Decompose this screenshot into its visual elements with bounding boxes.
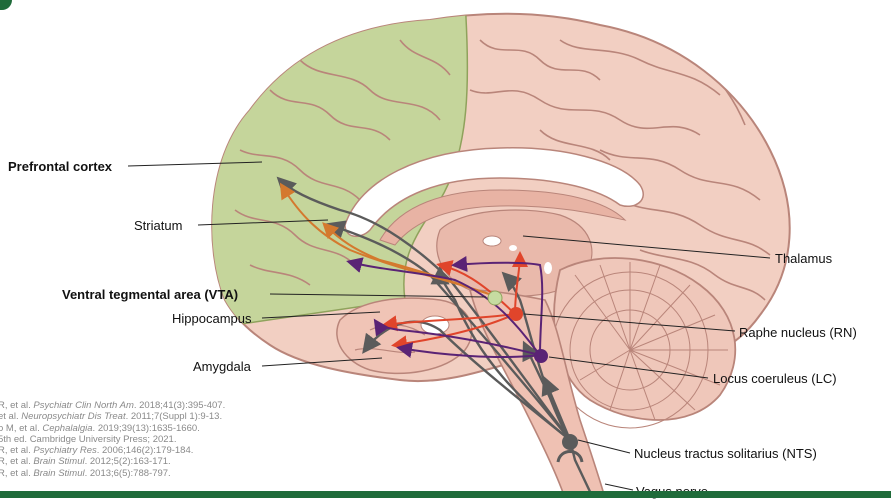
label-striatum: Striatum bbox=[134, 218, 182, 233]
label-hippocampus: Hippocampus bbox=[172, 311, 252, 326]
reference-citation: . 2012;5(2):163-171. bbox=[85, 456, 171, 467]
reference-authors: R, et al. bbox=[0, 400, 33, 411]
reference-authors: et al. bbox=[0, 411, 21, 422]
reference-authors: 5th ed. Cambridge University Press; 2021… bbox=[0, 434, 176, 445]
label-amygdala: Amygdala bbox=[193, 359, 251, 374]
reference-authors: R, et al. bbox=[0, 468, 33, 479]
reference-item: R, et al. Psychiatr Clin North Am. 2018;… bbox=[0, 400, 225, 411]
reference-citation: . 2019;39(13):1635-1660. bbox=[93, 423, 200, 434]
reference-citation: . 2013;6(5):788-797. bbox=[85, 468, 171, 479]
vta-nucleus bbox=[488, 291, 502, 305]
label-thalamus: Thalamus bbox=[775, 251, 832, 266]
label-nts: Nucleus tractus solitarius (NTS) bbox=[634, 446, 817, 461]
reference-item: R, et al. Psychiatry Res. 2006;146(2):17… bbox=[0, 445, 225, 456]
reference-citation: . 2006;146(2):179-184. bbox=[97, 445, 194, 456]
reference-journal: Neuropsychiatr Dis Treat bbox=[21, 411, 125, 422]
label-prefrontal-cortex: Prefrontal cortex bbox=[8, 159, 112, 174]
reference-journal: Psychiatr Clin North Am bbox=[33, 400, 133, 411]
reference-item: R, et al. Brain Stimul. 2012;5(2):163-17… bbox=[0, 456, 225, 467]
references-list: R, et al. Psychiatr Clin North Am. 2018;… bbox=[0, 400, 225, 479]
label-raphe-nucleus: Raphe nucleus (RN) bbox=[739, 325, 857, 340]
reference-journal: Brain Stimul bbox=[33, 456, 84, 467]
reference-journal: Psychiatry Res bbox=[33, 445, 96, 456]
reference-authors: o M, et al. bbox=[0, 423, 42, 434]
reference-item: o M, et al. Cephalalgia. 2019;39(13):163… bbox=[0, 423, 225, 434]
label-locus-coeruleus: Locus coeruleus (LC) bbox=[713, 371, 837, 386]
reference-citation: . 2018;41(3):395-407. bbox=[134, 400, 225, 411]
reference-journal: Brain Stimul bbox=[33, 468, 84, 479]
reference-item: et al. Neuropsychiatr Dis Treat. 2011;7(… bbox=[0, 411, 225, 422]
raphe-nucleus bbox=[509, 307, 523, 321]
label-vta: Ventral tegmental area (VTA) bbox=[62, 287, 238, 302]
brand-footer-band bbox=[0, 491, 891, 498]
reference-item: R, et al. Brain Stimul. 2013;6(5):788-79… bbox=[0, 468, 225, 479]
reference-item: 5th ed. Cambridge University Press; 2021… bbox=[0, 434, 225, 445]
reference-authors: R, et al. bbox=[0, 456, 33, 467]
locus-coeruleus-nucleus bbox=[534, 349, 548, 363]
reference-citation: . 2011;7(Suppl 1):9-13. bbox=[126, 411, 222, 422]
reference-journal: Cephalalgia bbox=[42, 423, 92, 434]
reference-authors: R, et al. bbox=[0, 445, 33, 456]
